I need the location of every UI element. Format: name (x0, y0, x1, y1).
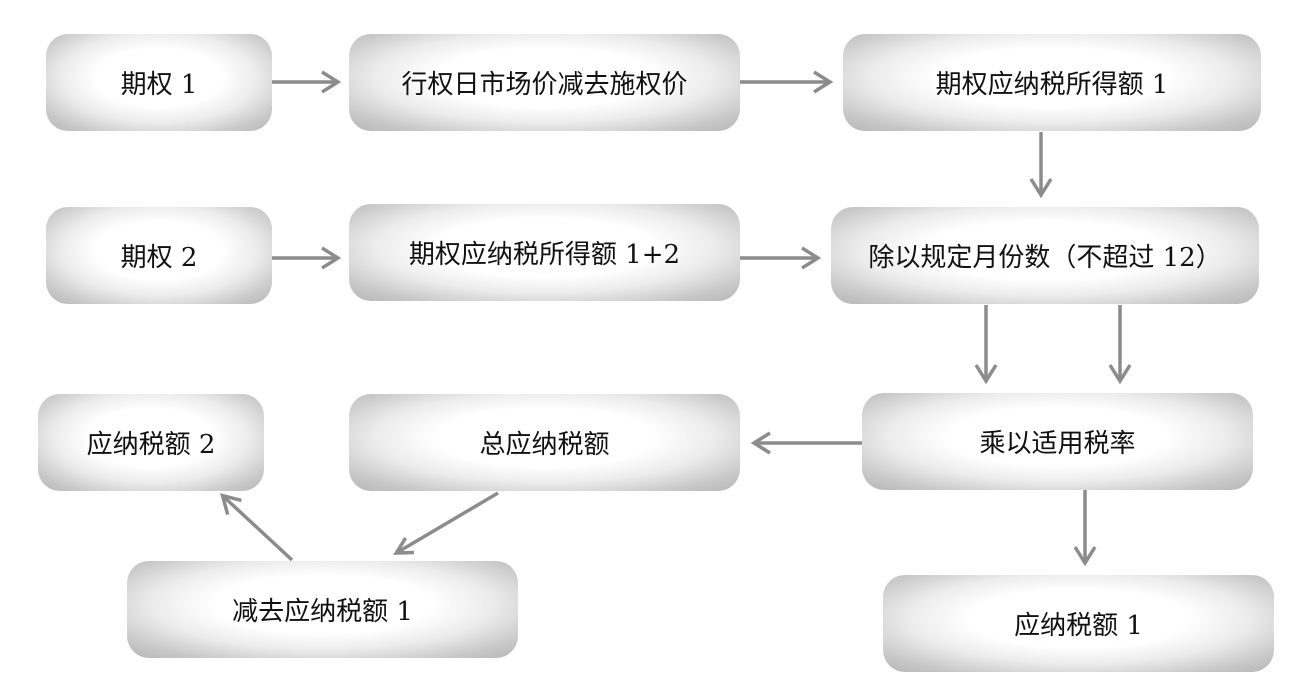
arrow-option1-to-spread (272, 70, 342, 94)
arrow-divide-to-multiply-left (974, 305, 998, 385)
node-tax-payable-2: 应纳税额 2 (38, 394, 264, 491)
arrow-subtract-to-tax2 (220, 493, 294, 562)
node-taxable-income-1: 期权应纳税所得额 1 (843, 34, 1261, 131)
arrow-spread-to-taxable1 (740, 70, 834, 94)
node-subtract-tax-1: 减去应纳税额 1 (127, 561, 518, 658)
arrow-multiply-to-tax1 (1073, 490, 1097, 567)
arrow-taxable12-to-divide (740, 246, 822, 270)
arrow-multiply-to-total (750, 431, 862, 455)
node-taxable-income-1-2: 期权应纳税所得额 1+2 (349, 204, 740, 301)
node-divide-months: 除以规定月份数（不超过 12） (831, 207, 1259, 304)
node-exercise-spread: 行权日市场价减去施权价 (349, 34, 740, 131)
arrow-taxable1-to-divide (1029, 132, 1053, 199)
node-option-2: 期权 2 (46, 207, 272, 304)
node-total-tax: 总应纳税额 (349, 394, 740, 491)
arrow-total-to-subtract (393, 491, 499, 555)
node-tax-payable-1: 应纳税额 1 (883, 575, 1274, 672)
arrow-option2-to-taxable12 (272, 246, 342, 270)
arrow-divide-to-multiply-right (1108, 305, 1132, 385)
node-option-1: 期权 1 (46, 34, 272, 131)
node-multiply-rate: 乘以适用税率 (862, 393, 1253, 490)
